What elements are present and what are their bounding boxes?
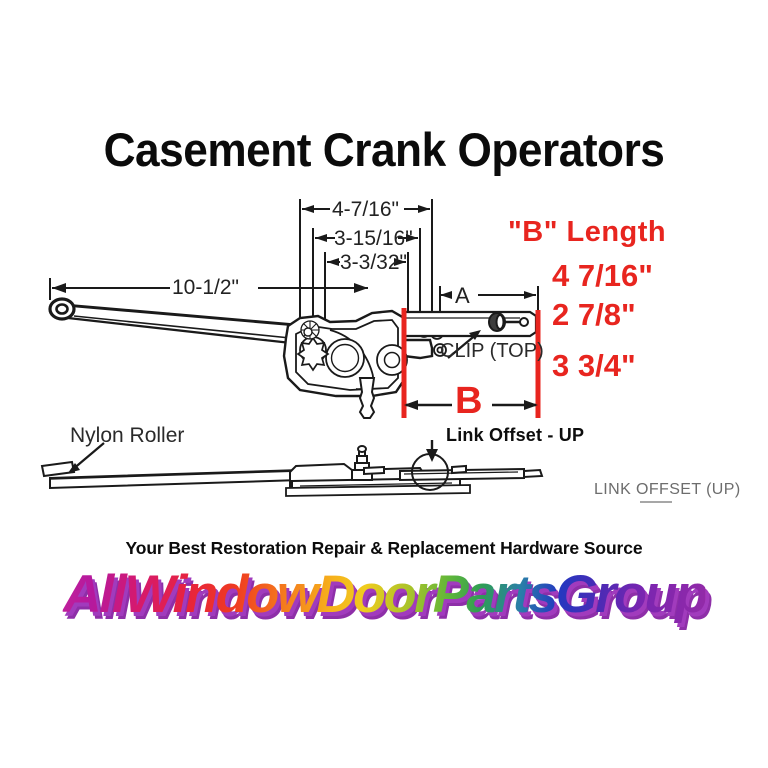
link-bar-top-view	[402, 310, 538, 338]
brand-logo-shadow-front: AllWindowDoorPartsGroup	[66, 568, 711, 629]
dimension-line-10-1-2	[52, 283, 368, 293]
dimension-label-inner: 3-3/32"	[340, 251, 407, 274]
b-length-value-3: 3 3/4"	[552, 348, 636, 383]
dimension-line-a	[440, 291, 536, 299]
spindle-top-view	[358, 377, 376, 419]
b-length-value-1: 4 7/16"	[552, 258, 653, 293]
gear-details	[296, 320, 408, 378]
callout-clip-top: CLIP (TOP)	[440, 340, 544, 362]
crank-arm-top-view	[66, 303, 302, 346]
brand-logo: AllWindowDoorPartsGroup AllWindowDoorPar…	[0, 564, 768, 634]
nylon-roller-eyelet	[48, 297, 76, 321]
dimension-line-3-15-16	[315, 234, 418, 242]
dimension-line-3-3-32	[327, 258, 406, 266]
side-view	[40, 440, 672, 503]
callout-link-offset-up-gray: LINK OFFSET (UP)	[594, 481, 741, 498]
dimension-label-middle: 3-15/16"	[334, 227, 413, 250]
dimension-label-outer: 4-7/16"	[332, 198, 399, 221]
b-dimension-markers	[401, 308, 541, 418]
clip-callout-arrow	[447, 330, 481, 359]
dimension-label-arm-length: 10-1/2"	[172, 276, 239, 299]
brand-logo-shadow-back: AllWindowDoorPartsGroup	[68, 571, 713, 632]
b-length-value-2: 2 7/8"	[552, 297, 636, 332]
footer-tagline: Your Best Restoration Repair & Replaceme…	[125, 538, 643, 558]
dimension-label-a: A	[455, 283, 470, 308]
page-title: Casement Crank Operators	[103, 123, 665, 176]
brand-logo-text: AllWindowDoorPartsGroup AllWindowDoorPar…	[62, 564, 714, 631]
dimension-line-4-7-16	[302, 205, 430, 213]
b-length-heading: "B" Length	[508, 216, 667, 248]
callout-nylon-roller: Nylon Roller	[70, 424, 185, 447]
link-offset-arrow	[426, 440, 438, 462]
dimension-label-b: B	[455, 380, 483, 422]
brand-logo-gradient: AllWindowDoorPartsGroup	[62, 565, 708, 624]
clip-top-feature	[488, 312, 529, 332]
callout-link-offset-up: Link Offset - UP	[446, 425, 585, 445]
